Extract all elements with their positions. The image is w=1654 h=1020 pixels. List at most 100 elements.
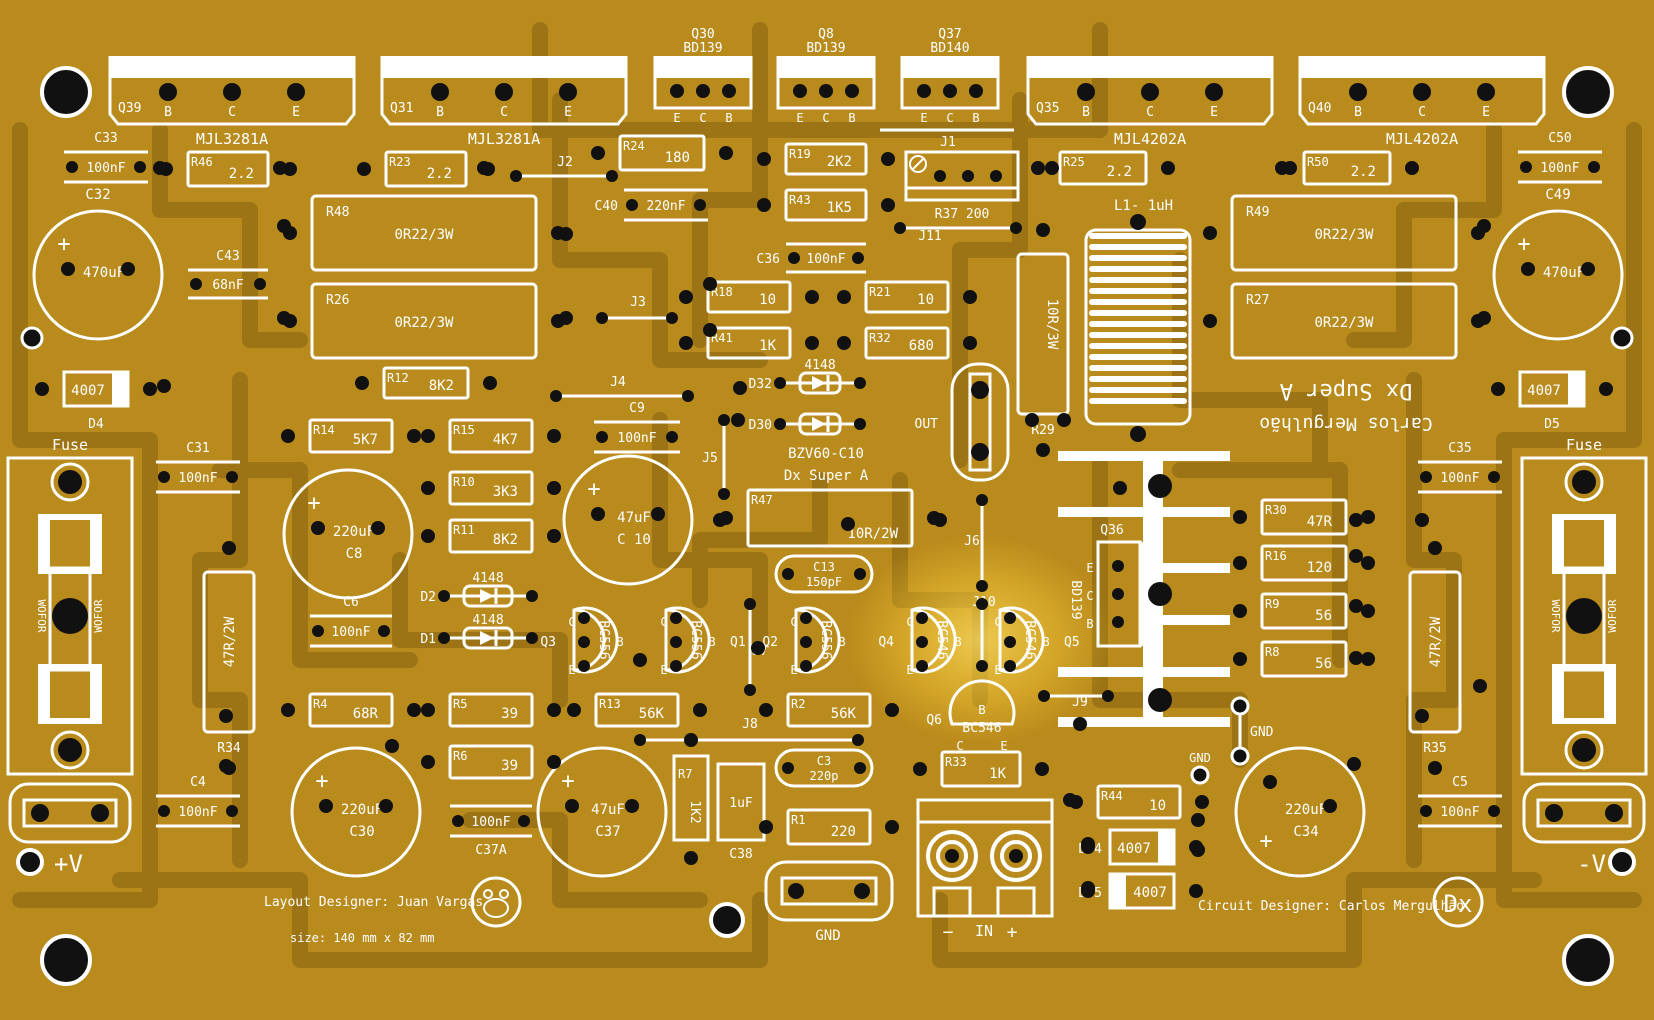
solder-pad bbox=[684, 733, 698, 747]
solder-pad bbox=[679, 336, 693, 350]
part-number: 4148 bbox=[472, 571, 503, 586]
fuse-holder-text: WOFOR bbox=[1606, 599, 1619, 632]
capacitors-layer: 100nFC33100nFC50220nFC40100nFC3668nFC431… bbox=[64, 131, 1602, 862]
component-value: 0R22/3W bbox=[1314, 315, 1374, 331]
component-value: 180 bbox=[665, 150, 690, 166]
pin-label: B bbox=[708, 635, 715, 649]
component-value: 8K2 bbox=[429, 378, 454, 394]
connector-outline bbox=[8, 782, 132, 844]
resistor-body bbox=[1230, 194, 1458, 272]
mounting-hole bbox=[20, 326, 44, 350]
component-ref: R44 bbox=[1101, 789, 1123, 803]
solder-pad bbox=[134, 161, 146, 173]
resistor-body bbox=[786, 808, 872, 846]
solder-pad bbox=[223, 83, 241, 101]
solder-pad bbox=[578, 660, 590, 672]
solder-pad bbox=[281, 703, 295, 717]
diode-symbol bbox=[480, 631, 494, 645]
solder-pad bbox=[58, 470, 82, 494]
pin-label: B bbox=[436, 105, 444, 120]
resistor-body bbox=[864, 280, 950, 314]
polarity-mark: + bbox=[561, 769, 574, 794]
component-ref: R35 bbox=[1423, 741, 1446, 756]
part-number: 4007 bbox=[71, 383, 105, 399]
component-ref: Q6 bbox=[926, 713, 942, 728]
pin-label: E bbox=[1210, 105, 1218, 120]
solder-pad bbox=[1349, 549, 1363, 563]
solder-pad bbox=[1010, 222, 1022, 234]
solder-pad bbox=[483, 376, 497, 390]
solder-pad bbox=[917, 84, 931, 98]
component-ref: Q3 bbox=[540, 635, 556, 650]
pin-label: B bbox=[164, 105, 172, 120]
pin-label: B bbox=[848, 111, 855, 125]
pin-label: E bbox=[1086, 561, 1093, 575]
part-number: BC546 bbox=[934, 620, 949, 659]
component-ref: D32 bbox=[749, 377, 772, 392]
component-value: 100nF bbox=[1440, 805, 1479, 820]
solder-pad bbox=[371, 521, 385, 535]
resistor-body bbox=[1058, 150, 1148, 186]
solder-pad bbox=[1203, 314, 1217, 328]
solder-pad bbox=[1057, 413, 1071, 427]
component-value: 2K2 bbox=[827, 154, 852, 170]
solder-pad bbox=[733, 381, 747, 395]
solder-pad bbox=[438, 590, 450, 602]
connector-outline bbox=[764, 860, 894, 922]
component-value: 8K2 bbox=[493, 532, 518, 548]
component-ref: R23 bbox=[389, 155, 411, 169]
component-value: 1K bbox=[759, 338, 776, 354]
solder-pad bbox=[1161, 161, 1175, 175]
solder-pad bbox=[943, 84, 957, 98]
solder-pad bbox=[885, 703, 899, 717]
solder-pad bbox=[1605, 804, 1623, 822]
component-ref: R9 bbox=[1265, 597, 1279, 611]
to92-outline bbox=[794, 606, 841, 674]
solder-pad bbox=[311, 521, 325, 535]
solder-pad bbox=[1588, 161, 1600, 173]
board-title: Dx Super A bbox=[1280, 378, 1412, 403]
terminal-wire-slot bbox=[996, 886, 1036, 918]
solder-pad bbox=[591, 507, 605, 521]
terminal-outline bbox=[916, 798, 1054, 918]
solder-pad bbox=[703, 277, 717, 291]
component-value: 2.2 bbox=[427, 166, 452, 182]
component-ref: C31 bbox=[186, 441, 209, 456]
package-outline bbox=[900, 56, 1000, 110]
solder-pad bbox=[1031, 161, 1045, 175]
component-value: 1uF bbox=[729, 796, 753, 811]
resistor-body bbox=[1016, 252, 1070, 416]
pin-label: C bbox=[994, 615, 1001, 629]
component-ref: Q31 bbox=[390, 101, 413, 116]
solder-pad bbox=[407, 703, 421, 717]
solder-pad bbox=[1148, 582, 1172, 606]
component-value: 1K bbox=[989, 766, 1006, 782]
solder-pad bbox=[1112, 616, 1124, 628]
component-value: 470uF bbox=[83, 265, 125, 281]
solder-pad bbox=[651, 507, 665, 521]
pin-label: B bbox=[1082, 105, 1090, 120]
solder-pad bbox=[143, 382, 157, 396]
component-value: 120 bbox=[1307, 560, 1332, 576]
pin-label: E bbox=[568, 663, 575, 677]
solder-pad bbox=[226, 805, 238, 817]
component-ref: J4 bbox=[610, 375, 626, 390]
solder-pad bbox=[66, 161, 78, 173]
solder-pad bbox=[190, 278, 202, 290]
component-value: 680 bbox=[909, 338, 934, 354]
solder-pad bbox=[894, 222, 906, 234]
solder-pad bbox=[1521, 262, 1535, 276]
solder-pad bbox=[1361, 604, 1375, 618]
component-ref: Q1 bbox=[730, 635, 746, 650]
fuse-label: Fuse bbox=[1566, 436, 1602, 454]
solder-pad bbox=[1349, 513, 1363, 527]
component-value: 56K bbox=[831, 706, 857, 722]
